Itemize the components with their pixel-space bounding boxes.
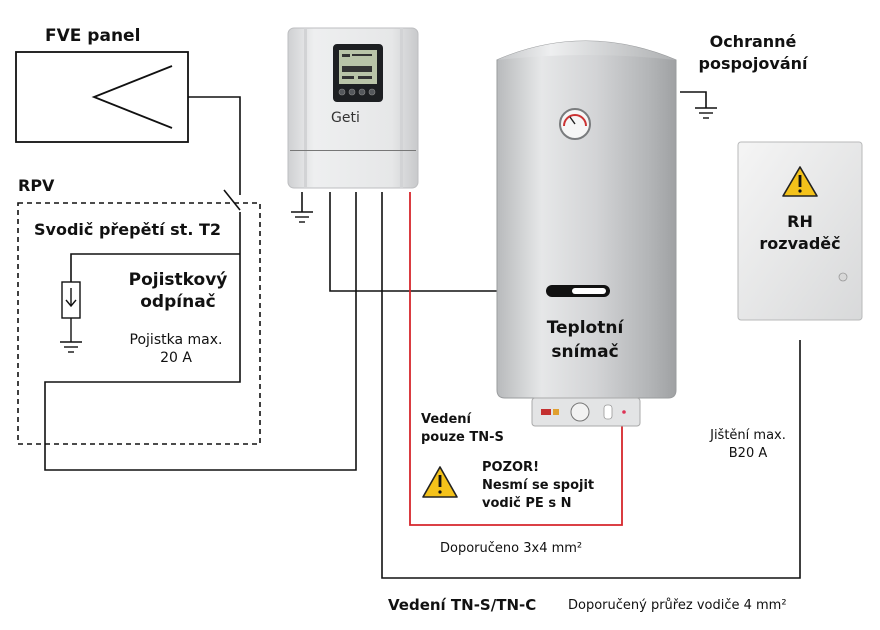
teplotni-label-line2: snímač xyxy=(551,342,619,362)
warning-icon xyxy=(422,466,458,498)
jisteni-label-line1: Jištění max. xyxy=(710,428,786,443)
pojistkovy-label-line1: Pojistkový xyxy=(128,270,228,290)
fve-panel-symbol xyxy=(15,51,189,143)
wire-fve-to-breaker xyxy=(188,96,241,195)
wire-breaker-down xyxy=(44,192,357,471)
rh-label-line1: RH xyxy=(787,212,813,231)
ground-symbol-icon xyxy=(695,107,717,119)
rh-label-line2: rozvaděč xyxy=(759,234,841,253)
ochranne-label-line2: pospojování xyxy=(698,54,808,73)
vedeni-tnc-label: Vedení TN-S/TN-C xyxy=(388,596,537,614)
wire-bonding xyxy=(680,91,707,108)
wire-arrester xyxy=(70,253,240,282)
pozor-label-line2: Nesmí se spojit xyxy=(482,478,595,493)
rpv-label: RPV xyxy=(18,176,55,195)
geti-controller xyxy=(287,27,419,189)
breaker-contact xyxy=(223,189,241,211)
svodic-label: Svodič přepětí st. T2 xyxy=(34,220,222,239)
wire-red-tns xyxy=(409,192,623,526)
pojistkovy-label-line2: odpínač xyxy=(140,292,216,312)
warning-icon xyxy=(782,166,818,197)
wire-tn-c xyxy=(381,192,801,579)
rpv-box xyxy=(17,202,261,445)
ground-symbol-icon xyxy=(291,211,313,223)
pojistka-label-line1: Pojistka max. xyxy=(129,332,223,348)
wire-sensor xyxy=(329,192,546,292)
thermometer-gauge-icon xyxy=(559,108,591,140)
vedeni-tns-label-line1: Vedení xyxy=(421,412,472,427)
doporuceny-prurez-label: Doporučený průřez vodiče 4 mm² xyxy=(568,598,787,613)
doporuceno-label: Doporučeno 3x4 mm² xyxy=(440,541,583,556)
ochranne-label-line1: Ochranné xyxy=(709,32,797,51)
jisteni-label-line2: B20 A xyxy=(728,446,768,461)
teplotni-label-line1: Teplotní xyxy=(546,318,624,338)
rh-cabinet xyxy=(737,141,863,321)
water-heater xyxy=(496,40,677,427)
surge-arrester-icon xyxy=(60,281,82,353)
pozor-label-line1: POZOR! xyxy=(482,460,539,475)
pozor-label-line3: vodič PE s N xyxy=(482,496,572,511)
fve-panel-label: FVE panel xyxy=(45,26,141,46)
wires xyxy=(44,91,801,579)
vedeni-tns-label-line2: pouze TN-S xyxy=(421,430,504,445)
controller-brand: Geti xyxy=(331,110,360,126)
pojistka-label-line2: 20 A xyxy=(160,350,192,366)
